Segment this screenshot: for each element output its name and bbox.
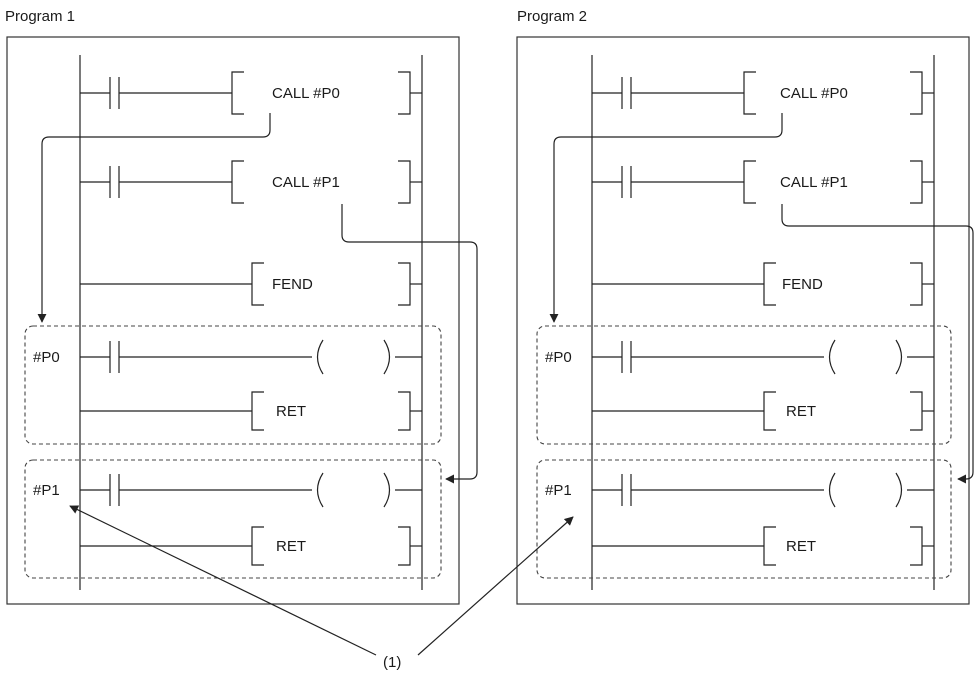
- instruction-bracket-right: [398, 71, 411, 115]
- p0-ret-label: RET: [276, 403, 306, 420]
- call-p0-flow-arrow: [37, 113, 271, 323]
- call-p1-label: CALL #P1: [272, 174, 340, 191]
- callout-arrow-program-2: [417, 516, 574, 656]
- subroutine-p0: #P0 RET: [24, 325, 442, 445]
- subroutine-p0-box: [536, 325, 952, 445]
- p0-ret-label: RET: [786, 403, 816, 420]
- pointer-p0-label: #P0: [33, 349, 60, 366]
- coil-left: [316, 339, 324, 375]
- call-p0-label: CALL #P0: [272, 85, 340, 102]
- call-p1-flow-arrow: [781, 204, 974, 484]
- subroutine-p1: #P1 RET: [536, 459, 952, 579]
- callout-1: (1): [69, 505, 574, 671]
- call-p0-label: CALL #P0: [780, 85, 848, 102]
- subroutine-p1-box: [24, 459, 442, 579]
- rung-call-p1: CALL #P1: [592, 160, 934, 204]
- subroutine-p0: #P0 RET: [536, 325, 952, 445]
- program-1: Program 1 CALL #P0 CALL #P1: [5, 8, 478, 605]
- p1-ret-label: RET: [276, 538, 306, 555]
- pointer-p0-label: #P0: [545, 349, 572, 366]
- program-frame: [516, 36, 970, 605]
- rung-fend: FEND: [592, 262, 934, 306]
- callout-arrow-program-1: [69, 505, 377, 656]
- call-p0-flow-arrow: [549, 113, 783, 323]
- program-title: Program 2: [517, 8, 587, 25]
- program-2: Program 2 CALL #P0 CALL #P1: [516, 8, 974, 605]
- fend-label: FEND: [272, 276, 313, 293]
- p1-ret-label: RET: [786, 538, 816, 555]
- rung-call-p0: CALL #P0: [592, 71, 934, 115]
- coil-right: [383, 339, 391, 375]
- program-frame: [6, 36, 460, 605]
- subroutine-p1: #P1 RET: [24, 459, 442, 579]
- program-title: Program 1: [5, 8, 75, 25]
- instruction-bracket-left: [231, 71, 244, 115]
- rung-fend: FEND: [80, 262, 422, 306]
- pointer-p1-label: #P1: [33, 482, 60, 499]
- call-p1-flow-arrow: [341, 204, 478, 484]
- rung-call-p1: CALL #P1: [80, 160, 422, 204]
- rung-call-p0: CALL #P0: [80, 71, 422, 115]
- fend-label: FEND: [782, 276, 823, 293]
- subroutine-p1-box: [536, 459, 952, 579]
- pointer-p1-label: #P1: [545, 482, 572, 499]
- call-p1-label: CALL #P1: [780, 174, 848, 191]
- subroutine-p0-box: [24, 325, 442, 445]
- callout-label: (1): [383, 654, 401, 671]
